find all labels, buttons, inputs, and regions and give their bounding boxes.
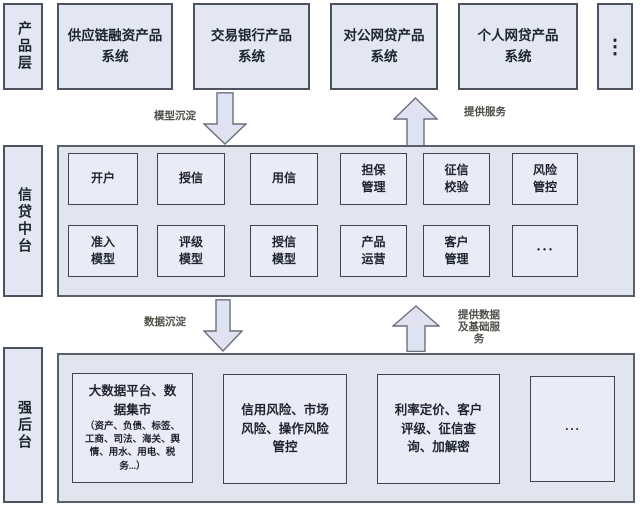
arrow-up-data-service-icon	[392, 305, 440, 352]
pricing-rating-title: 利率定价、客户 评级、征信查 询、加解密	[394, 402, 483, 455]
layer-label-product: 产品层	[3, 3, 43, 90]
box-backend-more-ellipsis: ···	[530, 376, 615, 482]
box-transaction-bank-system: 交易银行产品 系统	[193, 3, 310, 90]
box-pricing-rating-services: 利率定价、客户 评级、征信查 询、加解密	[377, 374, 500, 484]
box-bigdata-platform: 大数据平台、数 据集市 （资产、负债、标签、 工商、司法、海关、舆 情、用水、用…	[72, 373, 193, 483]
cell-open-account: 开户	[68, 153, 138, 205]
layer-label-credit-middle: 信贷中台	[3, 145, 43, 297]
box-personal-online-loan-system: 个人网贷产品 系统	[458, 3, 578, 90]
cell-middle-more-ellipsis: ···	[512, 225, 578, 277]
cell-risk-control: 风险 管控	[512, 153, 578, 205]
cell-product-operation: 产品 运营	[340, 225, 407, 277]
arrow-down-data-icon	[203, 299, 243, 352]
cell-credit-using: 用信	[250, 153, 318, 205]
cell-admission-model: 准入 模型	[68, 225, 138, 277]
flow-label-data-settle: 数据沉淀	[144, 317, 186, 328]
bigdata-detail: （资产、负债、标签、 工商、司法、海关、舆 情、用水、用电、税 务...）	[84, 421, 180, 472]
cell-rating-model: 评级 模型	[157, 225, 225, 277]
flow-label-provide-data-service: 提供数据及基础服务	[458, 310, 500, 346]
box-product-more-ellipsis: ⋮	[597, 3, 633, 90]
arrow-up-service-icon	[393, 97, 438, 147]
arrow-down-model-icon	[203, 92, 247, 145]
cell-credit-granting: 授信	[157, 153, 225, 205]
cell-guarantee-management: 担保 管理	[340, 153, 407, 205]
cell-customer-management: 客户 管理	[423, 225, 490, 277]
box-corporate-online-loan-system: 对公网贷产品 系统	[330, 3, 438, 90]
box-supply-chain-finance-system: 供应链融资产品 系统	[57, 3, 173, 90]
cell-credit-model: 授信 模型	[250, 225, 318, 277]
cell-credit-check: 征信 校验	[423, 153, 490, 205]
layer-label-backend: 强后台	[3, 347, 43, 503]
risk-management-title: 信用风险、市场 风险、操作风险 管控	[241, 402, 329, 455]
bigdata-title: 大数据平台、数 据集市	[88, 384, 177, 417]
backend-ellipsis: ···	[564, 421, 581, 436]
flow-label-provide-service: 提供服务	[464, 107, 506, 118]
flow-label-model-settle: 模型沉淀	[154, 111, 196, 122]
box-risk-management: 信用风险、市场 风险、操作风险 管控	[223, 374, 347, 484]
